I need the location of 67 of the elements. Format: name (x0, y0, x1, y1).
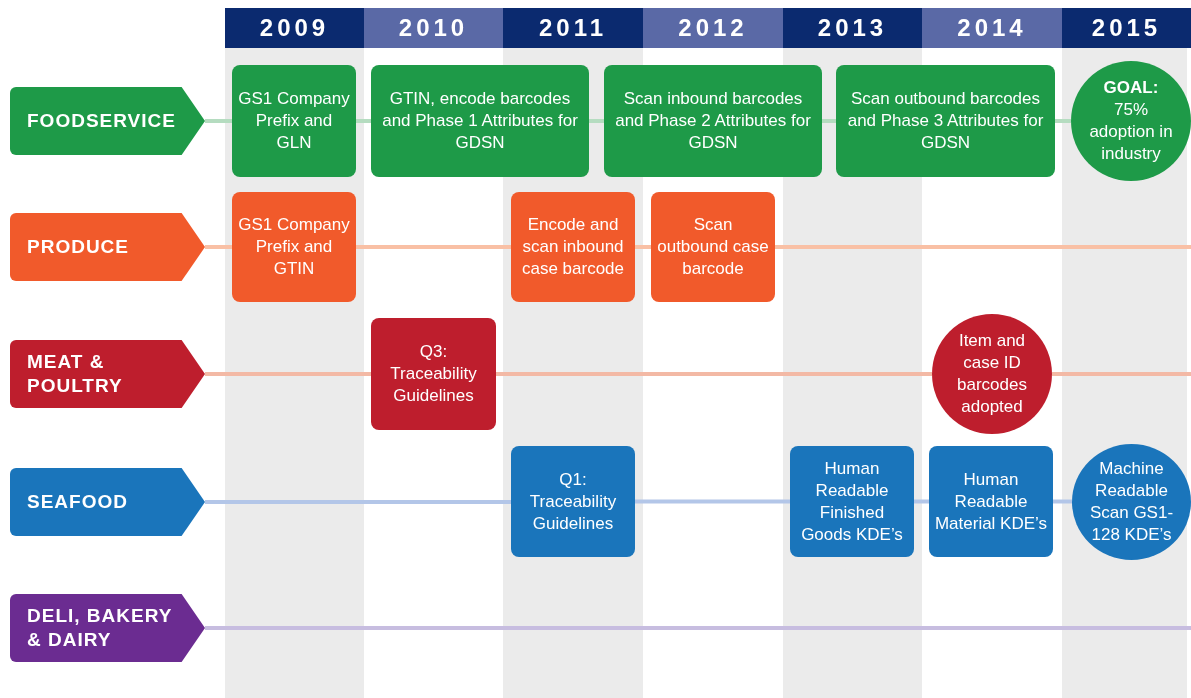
lane-line (1053, 499, 1072, 504)
milestone-text: Q3: Traceability Guidelines (389, 341, 478, 407)
year-header (783, 8, 922, 48)
lane-line (775, 245, 1191, 249)
milestone-text: Q1: Traceability Guidelines (528, 468, 618, 535)
milestone-text: GS1 Company Prefix and GLN (237, 88, 351, 154)
lane-line (822, 119, 836, 123)
milestone-box (232, 65, 356, 177)
lane-label (10, 213, 205, 281)
goal-heading: GOAL: (1103, 77, 1159, 99)
year-label: 2011 (538, 14, 608, 42)
milestone-text: Scan outbound barcodes and Phase 3 Attributes for GDSN (846, 88, 1045, 154)
lane-line (205, 245, 232, 249)
lane-label (10, 340, 205, 408)
lane-line (496, 372, 932, 376)
milestone-text: GS1 Company Prefix and GTIN (237, 214, 351, 280)
year-header (503, 8, 643, 48)
lane-line (205, 500, 511, 504)
milestone-box (651, 192, 775, 302)
milestone-text: Scan inbound barcodes and Phase 2 Attributes for GDSN (614, 88, 812, 154)
year-header (225, 8, 364, 48)
lane-name: PRODUCE (27, 235, 129, 259)
lane-name: FOODSERVICE (27, 109, 176, 133)
lane-line (914, 499, 929, 504)
lane-line (356, 245, 511, 249)
lane-name: DELI, BAKERY & DAIRY (27, 604, 174, 652)
year-label: 2010 (398, 14, 469, 42)
year-label: 2009 (259, 14, 330, 42)
lane-line (356, 119, 371, 123)
milestone-text: Machine Readable Scan GS1-128 KDE’s (1088, 458, 1175, 546)
year-header (1062, 8, 1191, 48)
lane-name: MEAT & POULTRY (27, 350, 124, 398)
milestone-box (604, 65, 822, 177)
milestone-box (511, 192, 635, 302)
milestone-text: Scan outbound case barcode (656, 214, 770, 280)
lane-label (10, 468, 205, 536)
lane-line (1055, 119, 1071, 123)
year-header (364, 8, 503, 48)
milestone-text: Human Readable Finished Goods KDE’s (800, 457, 904, 546)
year-label: 2012 (678, 14, 748, 42)
lane-line (1052, 372, 1191, 376)
milestone-box (836, 65, 1055, 177)
lane-line (205, 372, 371, 376)
lane-label (10, 594, 205, 662)
milestone-box (790, 446, 914, 557)
milestone-text: Human Readable Material KDE’s (934, 468, 1048, 535)
lane-line (635, 499, 790, 504)
milestone-box (371, 318, 496, 430)
milestone-text: Encode and scan inbound case barcode (520, 214, 626, 280)
milestone-box (929, 446, 1053, 557)
lane-line (205, 626, 1191, 630)
year-header (922, 8, 1062, 48)
milestone-text: 75% adoption in industry (1088, 99, 1174, 165)
milestone-box (371, 65, 589, 177)
milestone-box (511, 446, 635, 557)
milestone-text: Item and case ID barcodes adopted (956, 330, 1028, 418)
milestone-text: GTIN, encode barcodes and Phase 1 Attributes for GDSN (381, 88, 579, 154)
lane-label (10, 87, 205, 155)
year-label: 2015 (1091, 14, 1162, 42)
year-header (643, 8, 783, 48)
lane-name: SEAFOOD (27, 490, 128, 514)
milestone-box (232, 192, 356, 302)
lane-line (589, 119, 604, 123)
lane-line (635, 245, 651, 249)
year-label: 2013 (817, 14, 888, 42)
lane-line (205, 119, 232, 123)
year-label: 2014 (957, 14, 1027, 42)
